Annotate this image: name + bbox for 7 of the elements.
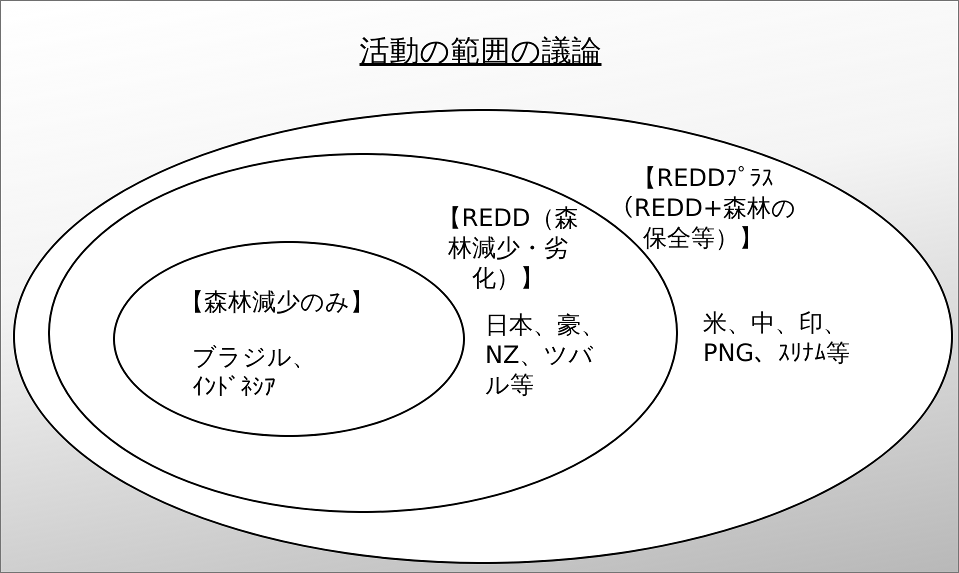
group-heading: 【REDD（森林減少・劣化）】: [437, 203, 579, 293]
country-list: 日本、豪、NZ、ツバル等: [485, 310, 615, 400]
title: 活動の範囲の議論: [360, 34, 602, 69]
country-list: ブラジル、ｲﾝﾄﾞﾈｼｱ: [192, 342, 317, 402]
group-heading: 【REDDﾌﾟﾗｽ（REDD+森林の保全等）】: [609, 163, 797, 253]
country-list: 米、中、印、PNG、ｽﾘﾅﾑ等: [703, 308, 913, 368]
group-heading: 【森林減少のみ】: [179, 287, 375, 317]
